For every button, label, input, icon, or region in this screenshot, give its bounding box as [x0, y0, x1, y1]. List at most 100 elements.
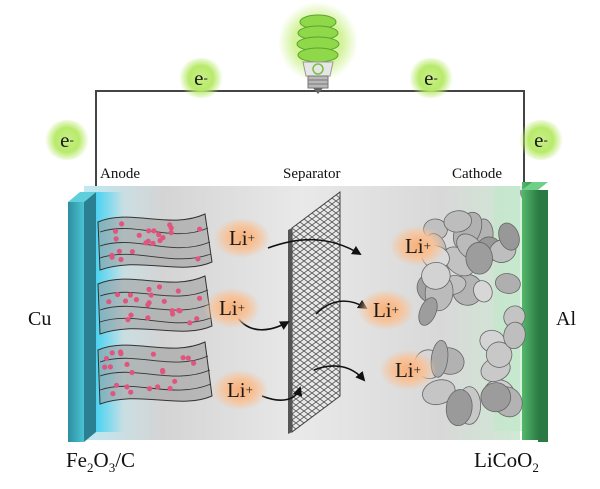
separator-label: Separator	[283, 166, 341, 182]
electron-charge: -	[543, 132, 548, 147]
fe2o3-particle	[122, 298, 129, 304]
light-bulb-icon	[278, 2, 358, 94]
fe2o3-particle	[161, 298, 167, 304]
fe2o3-particle	[187, 320, 193, 326]
fe2o3-particle	[196, 295, 203, 301]
fe2o3-particle	[128, 389, 134, 395]
ion-arrow-6	[313, 365, 366, 382]
electron-symbol: e	[424, 65, 434, 90]
fe2o3-particle	[185, 355, 191, 361]
ion-charge: +	[245, 382, 253, 397]
fe2o3-particle	[176, 307, 182, 313]
licoo2-particle	[418, 297, 438, 326]
licoo2-particle	[445, 389, 473, 427]
licoo2-particle	[503, 321, 526, 350]
fe2o3-particle	[129, 249, 135, 255]
electron-symbol: e	[194, 65, 204, 90]
fe2o3-particle	[116, 248, 122, 254]
licoo2-particles	[414, 210, 526, 427]
fe2o3-particle	[155, 384, 161, 390]
aluminum-label: Al	[556, 308, 576, 330]
fe2o3-particle	[172, 378, 178, 384]
fe2o3-particle	[168, 230, 174, 236]
fe2o3-particle	[113, 382, 120, 388]
fe2o3-particle	[113, 236, 119, 242]
licoo2-particle	[498, 222, 520, 251]
ion-symbol: Li	[228, 225, 248, 250]
fe2o3-particles	[102, 221, 203, 397]
ion-symbol: Li	[394, 357, 414, 382]
fe2o3-particle	[168, 225, 174, 231]
fe2o3-particle	[107, 364, 113, 370]
fe2o3-particle	[146, 300, 152, 306]
fe2o3-particle	[191, 360, 197, 366]
fe2o3-particle	[156, 232, 162, 238]
anode-material-part: Fe	[66, 448, 87, 472]
lithium-ion-glow: Li+	[212, 370, 268, 410]
ion-symbol: Li	[404, 233, 424, 258]
anode-layer-middle	[97, 275, 213, 335]
fe2o3-particle	[194, 316, 200, 322]
fe2o3-particle	[124, 361, 130, 367]
fe2o3-particle	[175, 288, 181, 294]
ion-charge: +	[423, 238, 431, 253]
fe2o3-particle	[136, 232, 142, 238]
fe2o3-particle	[167, 385, 173, 392]
anode-material-label: Fe2O3/C	[66, 448, 135, 476]
anode-material-subscript: 3	[108, 460, 116, 476]
ion-arrow-1	[267, 238, 362, 255]
fe2o3-particle	[180, 355, 186, 361]
cathode-label: Cathode	[452, 166, 502, 182]
licoo2-particle	[473, 280, 493, 303]
licoo2-particle	[485, 341, 513, 368]
cathode-material-label: LiCoO2	[474, 448, 539, 476]
fe2o3-particle	[102, 364, 108, 370]
anode-material-part: /C	[115, 448, 136, 472]
fe2o3-particle	[157, 237, 163, 244]
fe2o3-particle	[129, 369, 135, 376]
licoo2-particle	[480, 382, 512, 413]
lithium-ion-glow: Li+	[204, 288, 260, 328]
fe2o3-particle	[125, 317, 131, 323]
fe2o3-particle	[146, 286, 152, 292]
fe2o3-particle	[197, 226, 203, 232]
lithium-ion-glow: Li+	[390, 226, 446, 266]
fe2o3-particle	[133, 297, 139, 303]
fe2o3-particle	[145, 315, 151, 321]
lithium-ion-glow: Li+	[214, 218, 270, 258]
separator-membrane	[288, 191, 341, 434]
cathode-material-part: LiCoO	[474, 448, 533, 472]
anode-layers	[97, 213, 213, 405]
fe2o3-particle	[160, 369, 166, 375]
ion-charge: +	[391, 302, 399, 317]
fe2o3-particle	[170, 311, 176, 317]
fe2o3-particle	[128, 312, 134, 318]
licoo2-particle	[495, 273, 521, 294]
fe2o3-particle	[143, 240, 149, 246]
ion-symbol: Li	[372, 297, 392, 322]
anode-material-subscript: 2	[87, 460, 94, 476]
fe2o3-particle	[195, 256, 201, 262]
anode-material-part: O	[93, 448, 109, 472]
anode-label: Anode	[100, 166, 140, 182]
fe2o3-particle	[148, 292, 154, 298]
fe2o3-particle	[110, 391, 116, 397]
electron-charge: -	[433, 70, 438, 85]
fe2o3-particle	[112, 228, 119, 234]
copper-label: Cu	[28, 308, 52, 330]
fe2o3-particle	[117, 349, 124, 355]
fe2o3-particle	[151, 228, 157, 234]
fe2o3-particle	[124, 384, 130, 390]
electron-symbol: e	[60, 127, 70, 152]
ion-charge: +	[237, 300, 245, 315]
licoo2-particle	[421, 261, 451, 290]
licoo2-particle	[465, 241, 493, 275]
fe2o3-particle	[106, 299, 112, 305]
ion-arrow-5	[261, 386, 303, 401]
fe2o3-particle	[146, 228, 152, 234]
fe2o3-particle	[109, 254, 115, 260]
fe2o3-particle	[150, 240, 156, 246]
electron-charge: -	[69, 132, 74, 147]
